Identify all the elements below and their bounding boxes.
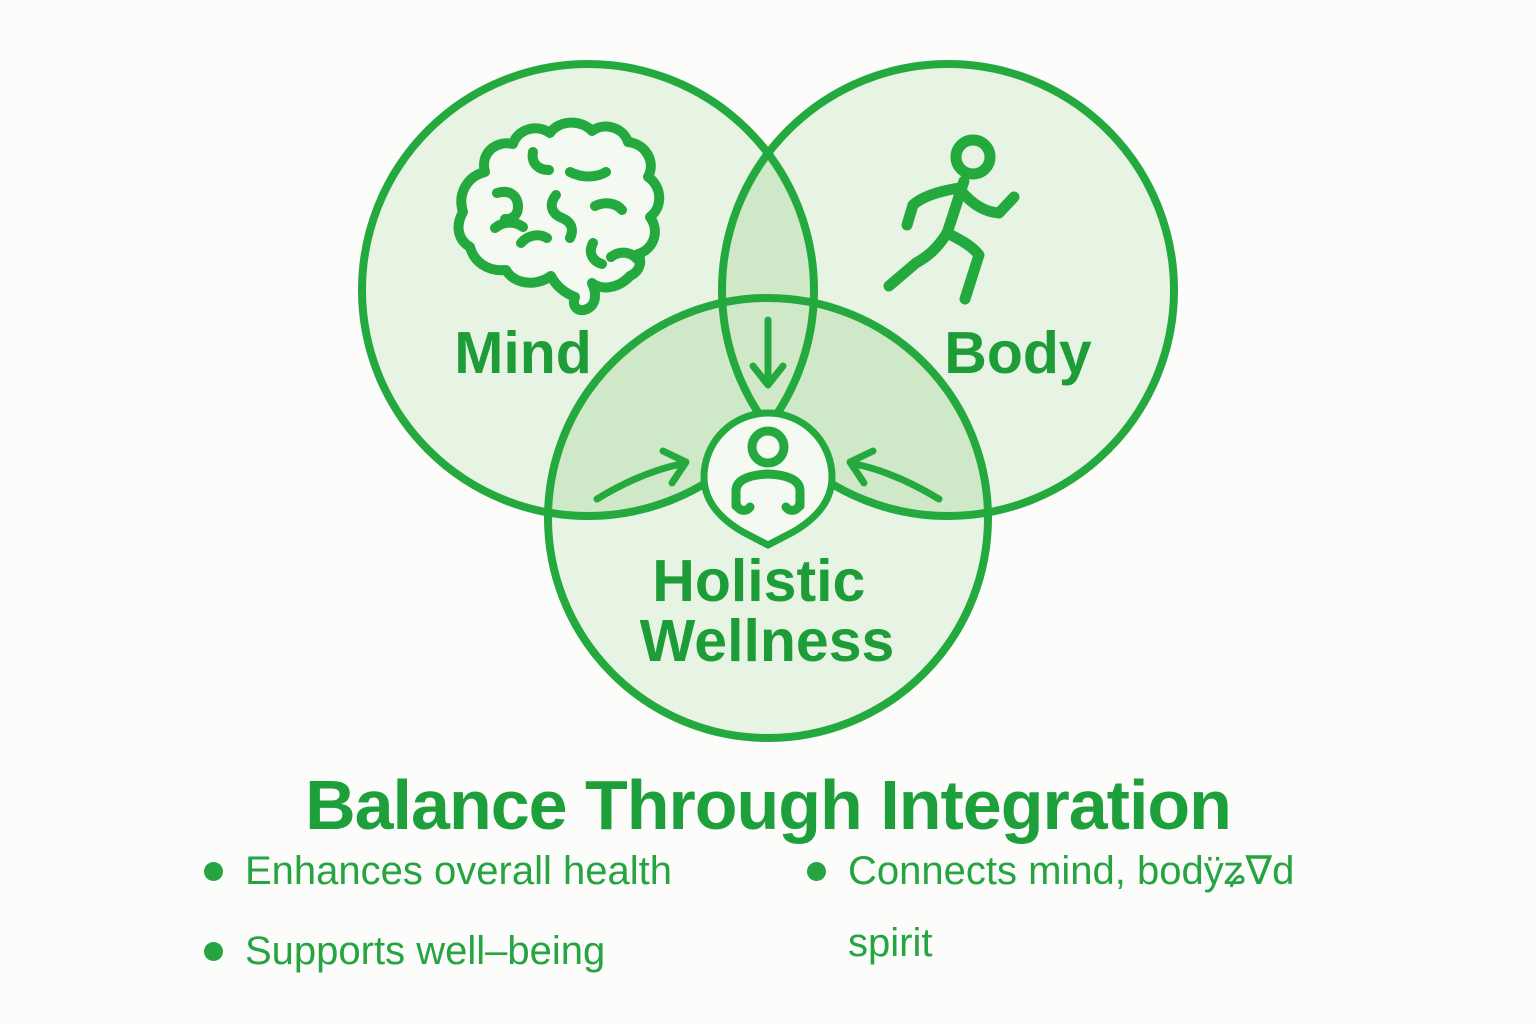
- venn-diagram: Mind Body Holistic Wellness: [358, 60, 1178, 742]
- bullet-item: Enhances overall health: [204, 835, 764, 907]
- curved-arrow-left-icon: [593, 447, 690, 503]
- benefits-list-right: Connects mind, bodÿʑ∇d spirit: [807, 835, 1387, 987]
- circle-outlines: [358, 60, 1178, 742]
- bullet-dot: [204, 942, 223, 961]
- bullet-text: Supports well–being: [245, 929, 606, 973]
- bullet-text: Connects mind, bodÿʑ∇d spirit: [848, 849, 1295, 965]
- wellness-label-line1: Holistic: [652, 548, 865, 614]
- bullet-dot: [807, 862, 826, 881]
- mind-wellness-overlap: [548, 298, 814, 516]
- bullet-dot: [204, 862, 223, 881]
- body-wellness-overlap: [722, 298, 988, 516]
- curved-arrow-right-icon: [846, 447, 943, 503]
- bullet-item: Connects mind, bodÿʑ∇d spirit: [807, 835, 1387, 979]
- bullet-text: Enhances overall health: [245, 849, 672, 893]
- mind-label: Mind: [454, 320, 592, 386]
- benefits-list-left: Enhances overall health Supports well–be…: [204, 835, 764, 995]
- down-arrow-icon: [749, 316, 787, 389]
- wellness-label: Holistic Wellness: [640, 548, 895, 674]
- brain-icon: [453, 117, 665, 316]
- bullet-item: Supports well–being: [204, 915, 764, 987]
- caption-title: Balance Through Integration: [305, 766, 1232, 844]
- meditating-person-icon: [731, 426, 805, 515]
- runner-icon: [883, 134, 1020, 305]
- wellness-label-line2: Wellness: [640, 608, 895, 674]
- body-label: Body: [944, 320, 1092, 386]
